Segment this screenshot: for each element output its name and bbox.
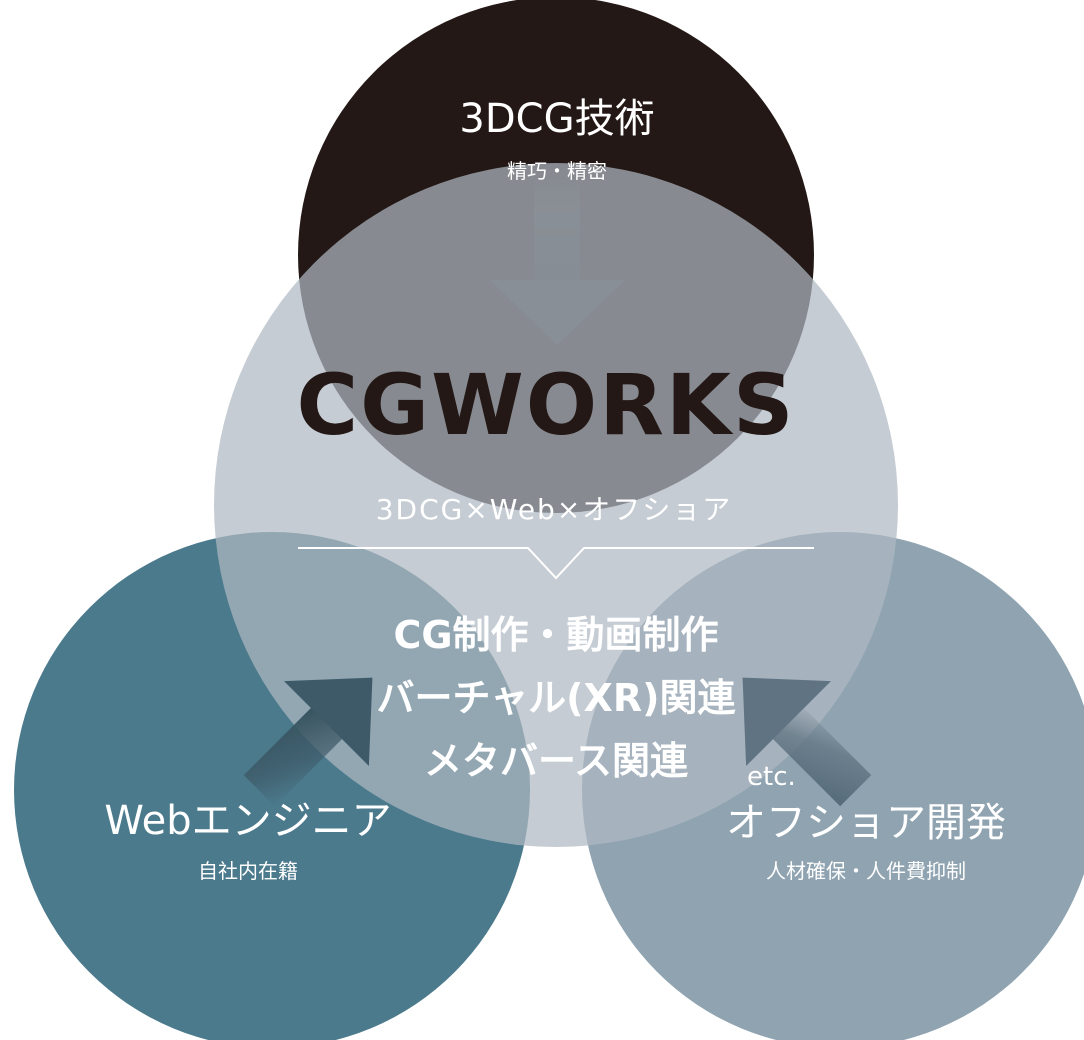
cgworks-logo: CGWORKS <box>296 356 796 454</box>
services-list: CG制作・動画制作 バーチャル(XR)関連 メタバース関連 <box>377 604 736 793</box>
top-circle-subtitle: 精巧・精密 <box>507 159 607 183</box>
service-item: CG制作・動画制作 <box>393 613 719 657</box>
right-circle-title: オフショア開発 <box>726 800 1006 846</box>
chevron-divider <box>298 547 814 580</box>
right-circle-subtitle: 人材確保・人件費抑制 <box>766 859 966 883</box>
etc-label: etc. <box>747 762 796 792</box>
left-circle-subtitle: 自社内在籍 <box>198 859 298 883</box>
service-item: バーチャル(XR)関連 <box>376 676 736 720</box>
tagline: 3DCG×Web×オフショア <box>375 493 733 526</box>
up-left-arrow-icon <box>742 677 872 807</box>
up-right-arrow-icon <box>243 677 373 807</box>
service-item: メタバース関連 <box>423 739 689 783</box>
left-circle-title: Webエンジニア <box>104 798 392 844</box>
top-circle-title: 3DCG技術 <box>459 96 655 142</box>
center-circle <box>214 163 898 847</box>
